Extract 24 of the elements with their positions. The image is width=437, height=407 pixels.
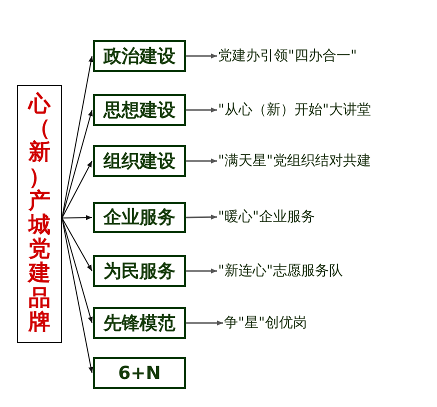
arrow <box>186 158 217 164</box>
arrow <box>186 320 223 326</box>
arrow <box>186 108 217 112</box>
description-label: "新连心"志愿服务队 <box>218 261 343 281</box>
arrow <box>62 218 93 324</box>
arrow <box>186 214 218 220</box>
arrow <box>186 268 217 274</box>
category-box: 组织建设 <box>93 145 186 177</box>
description-label: "暖心"企业服务 <box>218 207 315 227</box>
category-box: 思想建设 <box>93 94 186 126</box>
arrow <box>186 54 217 58</box>
arrow <box>62 215 92 220</box>
category-box: 政治建设 <box>93 40 186 72</box>
description-label: 党建办引领"四办合一" <box>218 46 357 66</box>
title-box: 心（新）产城党建品牌 <box>17 85 62 343</box>
category-box: 先锋模范 <box>93 307 186 339</box>
arrow <box>62 160 92 218</box>
category-box: 6+N <box>93 357 186 389</box>
description-label: "从心（新）开始"大讲堂 <box>218 100 371 120</box>
category-box: 企业服务 <box>93 202 186 233</box>
category-box: 为民服务 <box>93 255 186 287</box>
description-label: 争"星"创优岗 <box>224 313 307 333</box>
description-label: "满天星"党组织结对共建 <box>218 151 371 171</box>
arrow <box>62 218 92 272</box>
